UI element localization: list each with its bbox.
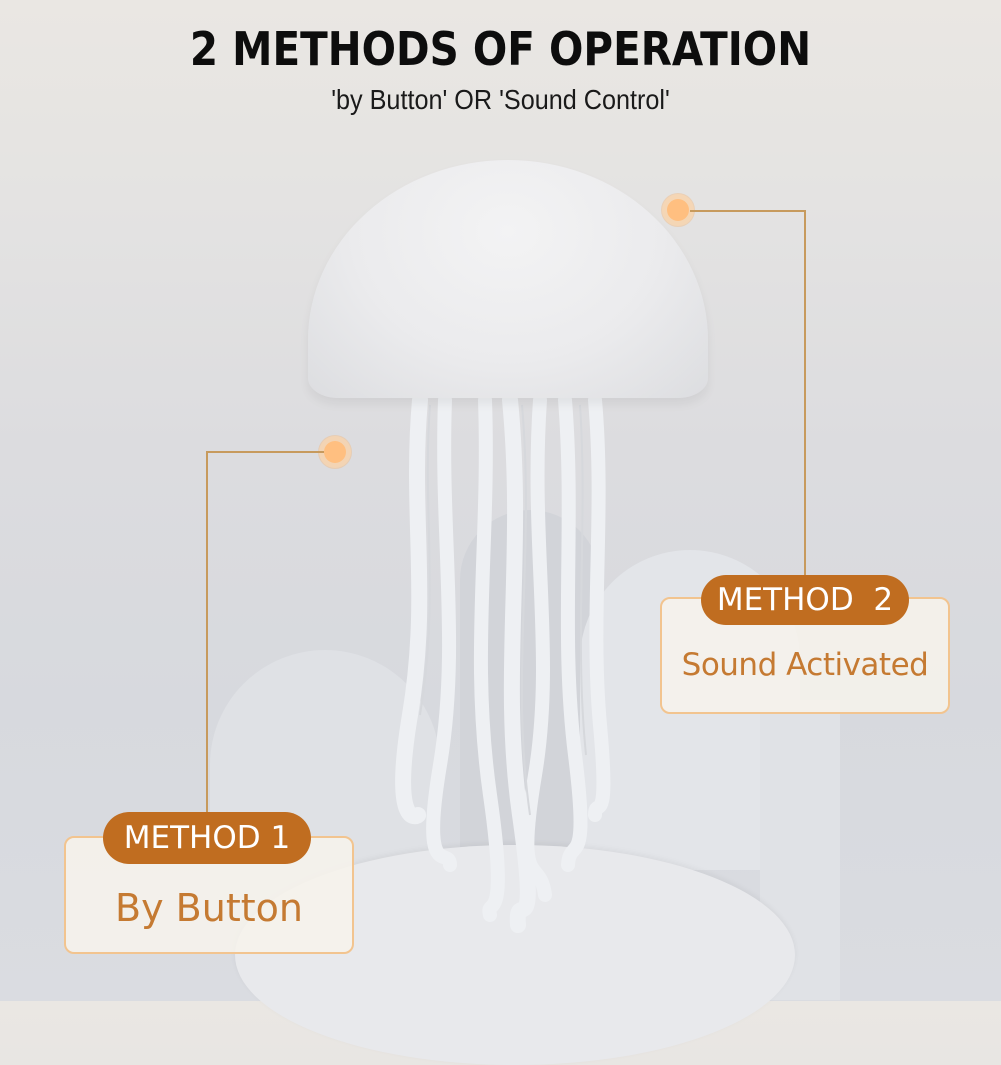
jellyfish-dome (308, 160, 708, 398)
method-1-badge: METHOD 1 (103, 812, 311, 864)
jellyfish-tentacles-icon (395, 395, 611, 933)
method-2-description: Sound Activated (681, 647, 929, 683)
page-subtitle: 'by Button' OR 'Sound Control' (331, 84, 670, 115)
page-title: 2 METHODS OF OPERATION (189, 22, 812, 76)
connector-line-method-1-vertical (206, 451, 208, 813)
hotspot-dot-method-1 (324, 441, 346, 463)
connector-line-method-1-horizontal (206, 451, 324, 453)
hotspot-dot-method-2 (667, 199, 689, 221)
method-2-badge: METHOD 2 (701, 575, 909, 625)
connector-line-method-2-horizontal (690, 210, 806, 212)
method-1-description: By Button (115, 886, 303, 930)
connector-line-method-2-vertical (804, 210, 806, 578)
